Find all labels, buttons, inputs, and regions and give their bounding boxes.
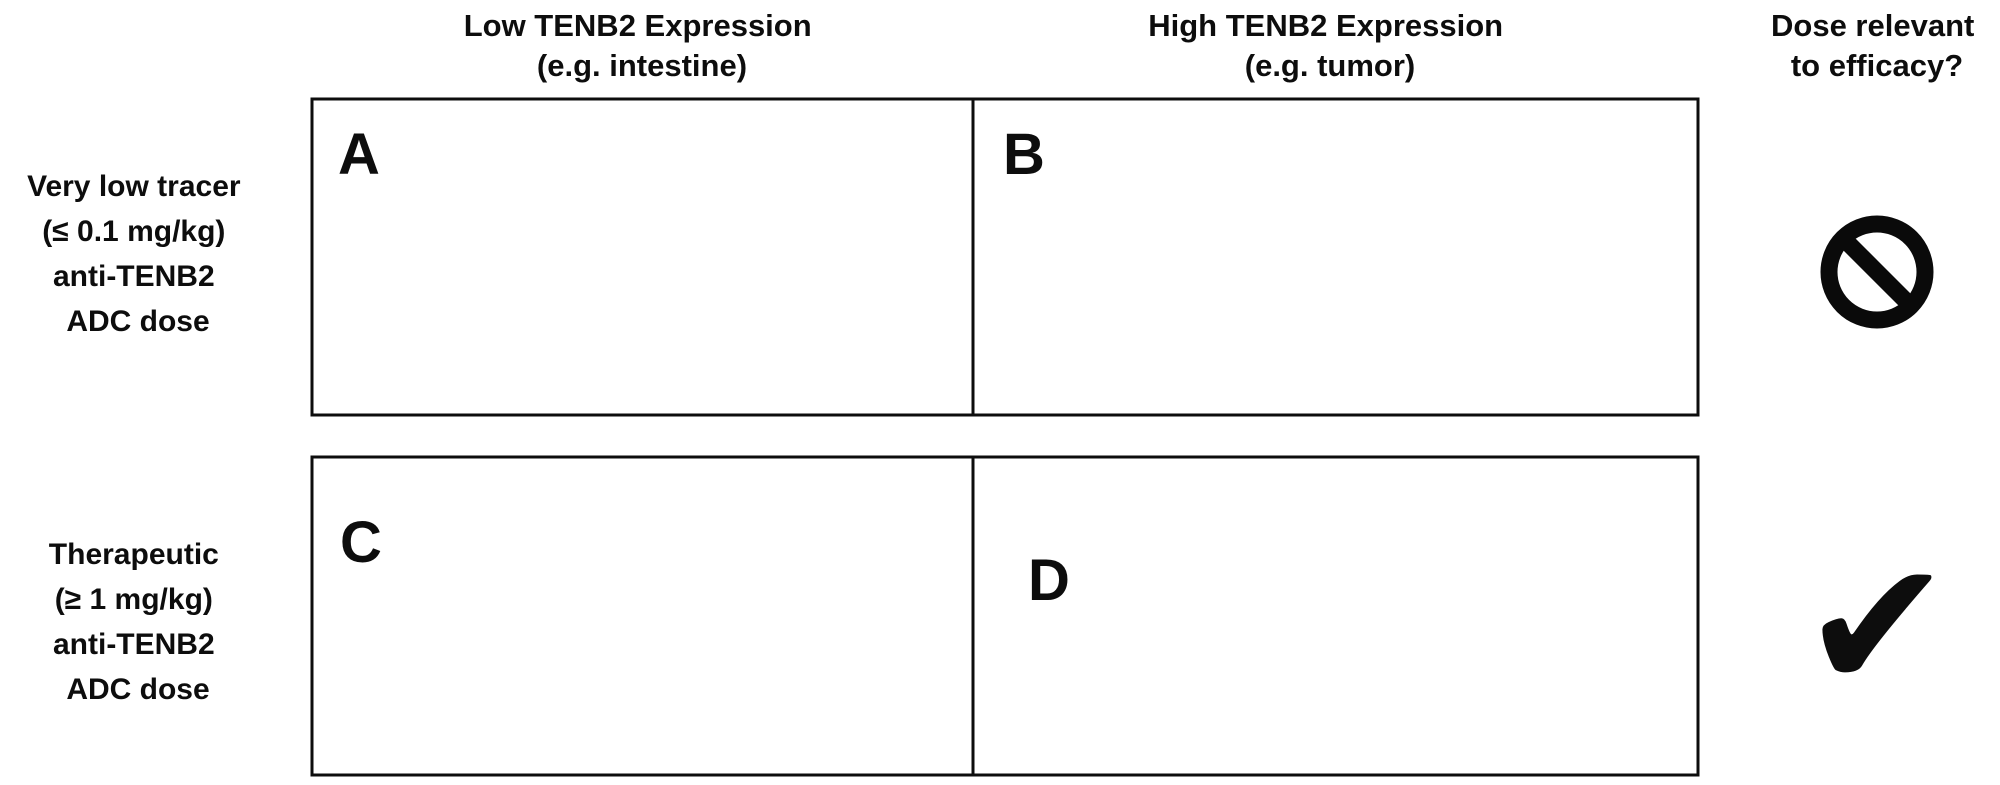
row-label-line: anti-TENB2 xyxy=(53,628,215,661)
row-label-tracer-dose: Very low tracer (≤ 0.1 mg/kg) anti-TENB2… xyxy=(27,170,249,338)
row-label-line: Therapeutic xyxy=(49,538,219,571)
col-header-line: (e.g. tumor) xyxy=(1245,48,1416,83)
row-label-line: (≤ 0.1 mg/kg) xyxy=(42,215,225,248)
check-icon: ✔ xyxy=(1802,522,1953,731)
col-header-high-tenb2: High TENB2 Expression (e.g. tumor) xyxy=(1148,8,1511,83)
col-header-line: Low TENB2 Expression xyxy=(464,8,812,43)
prohibited-icon xyxy=(1829,224,1925,320)
panel-d-label: D xyxy=(1028,548,1070,613)
col-header-line: to efficacy? xyxy=(1791,48,1963,83)
panel-d-border xyxy=(971,455,1700,777)
panel-a-border xyxy=(310,97,975,417)
col-header-line: Dose relevant xyxy=(1771,8,1974,43)
row-label-line: ADC dose xyxy=(66,673,209,706)
row-label-therapeutic-dose: Therapeutic (≥ 1 mg/kg) anti-TENB2 ADC d… xyxy=(49,538,227,706)
row-label-line: ADC dose xyxy=(66,305,209,338)
col-header-dose-relevant: Dose relevant to efficacy? xyxy=(1771,8,1983,83)
col-header-low-tenb2: Low TENB2 Expression (e.g. intestine) xyxy=(464,8,821,83)
col-header-line: High TENB2 Expression xyxy=(1148,8,1503,43)
row-label-line: anti-TENB2 xyxy=(53,260,215,293)
panel-c-border xyxy=(310,455,975,777)
col-header-line: (e.g. intestine) xyxy=(537,48,747,83)
panel-c-label: C xyxy=(340,510,382,575)
row-label-line: (≥ 1 mg/kg) xyxy=(55,583,213,616)
panel-b-label: B xyxy=(1003,122,1045,187)
panel-a-label: A xyxy=(338,122,380,187)
panel-b-border xyxy=(971,97,1700,417)
row-label-line: Very low tracer xyxy=(27,170,241,203)
